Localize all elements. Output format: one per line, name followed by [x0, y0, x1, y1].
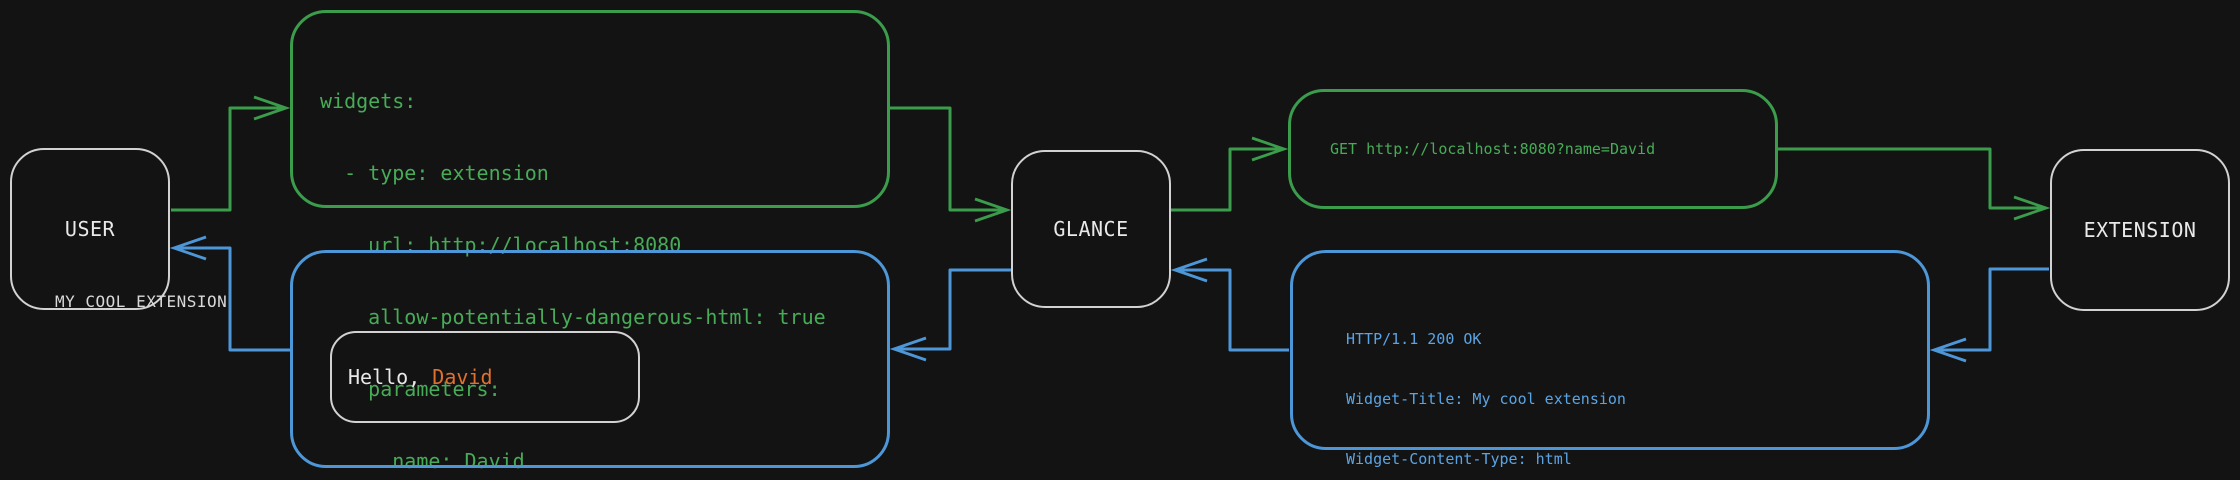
edge-extension-to-response — [1934, 267, 2049, 350]
edge-user-to-config — [171, 108, 286, 212]
response-line: HTTP/1.1 200 OK — [1346, 330, 1482, 348]
extension-node: EXTENSION — [2050, 149, 2230, 311]
edge-response-to-glance — [1175, 270, 1289, 352]
edge-request-to-extension — [1777, 147, 2046, 208]
widget-title: MY COOL EXTENSION — [55, 292, 228, 311]
http-request-box: GET http://localhost:8080?name=David — [1288, 89, 1778, 209]
edge-glance-to-widget — [894, 268, 1012, 349]
yaml-line: allow-potentially-dangerous-html: true — [320, 305, 826, 329]
edge-config-to-glance — [889, 106, 1007, 210]
http-response-box: HTTP/1.1 200 OK Widget-Title: My cool ex… — [1290, 250, 1930, 468]
rendered-widget-box — [290, 250, 890, 468]
config-yaml-code: widgets: - type: extension url: http://l… — [293, 13, 887, 480]
edge-glance-to-request — [1170, 149, 1284, 212]
yaml-line: url: http://localhost:8080 — [320, 233, 682, 257]
yaml-line: - type: extension — [320, 161, 549, 185]
glance-node: GLANCE — [1011, 150, 1171, 308]
glance-node-label: GLANCE — [1053, 217, 1129, 241]
greeting-prefix: Hello, — [348, 365, 433, 389]
response-line: Widget-Title: My cool extension — [1346, 390, 1626, 408]
yaml-line: parameters: — [320, 377, 501, 401]
extension-node-label: EXTENSION — [2083, 218, 2197, 242]
yaml-line: widgets: — [320, 89, 417, 113]
config-yaml-box: widgets: - type: extension url: http://l… — [290, 10, 890, 473]
widget-greeting-box: Hello, David — [330, 331, 640, 423]
user-node: USER — [10, 148, 170, 310]
greeting-name: David — [432, 365, 493, 389]
response-line: Widget-Content-Type: html — [1346, 450, 1572, 468]
edge-widget-to-user — [174, 248, 291, 352]
http-request-line: GET http://localhost:8080?name=David — [1330, 140, 1656, 158]
http-response-code: HTTP/1.1 200 OK Widget-Title: My cool ex… — [1293, 253, 1927, 480]
yaml-line: name: David — [320, 449, 525, 473]
user-node-label: USER — [64, 217, 116, 241]
